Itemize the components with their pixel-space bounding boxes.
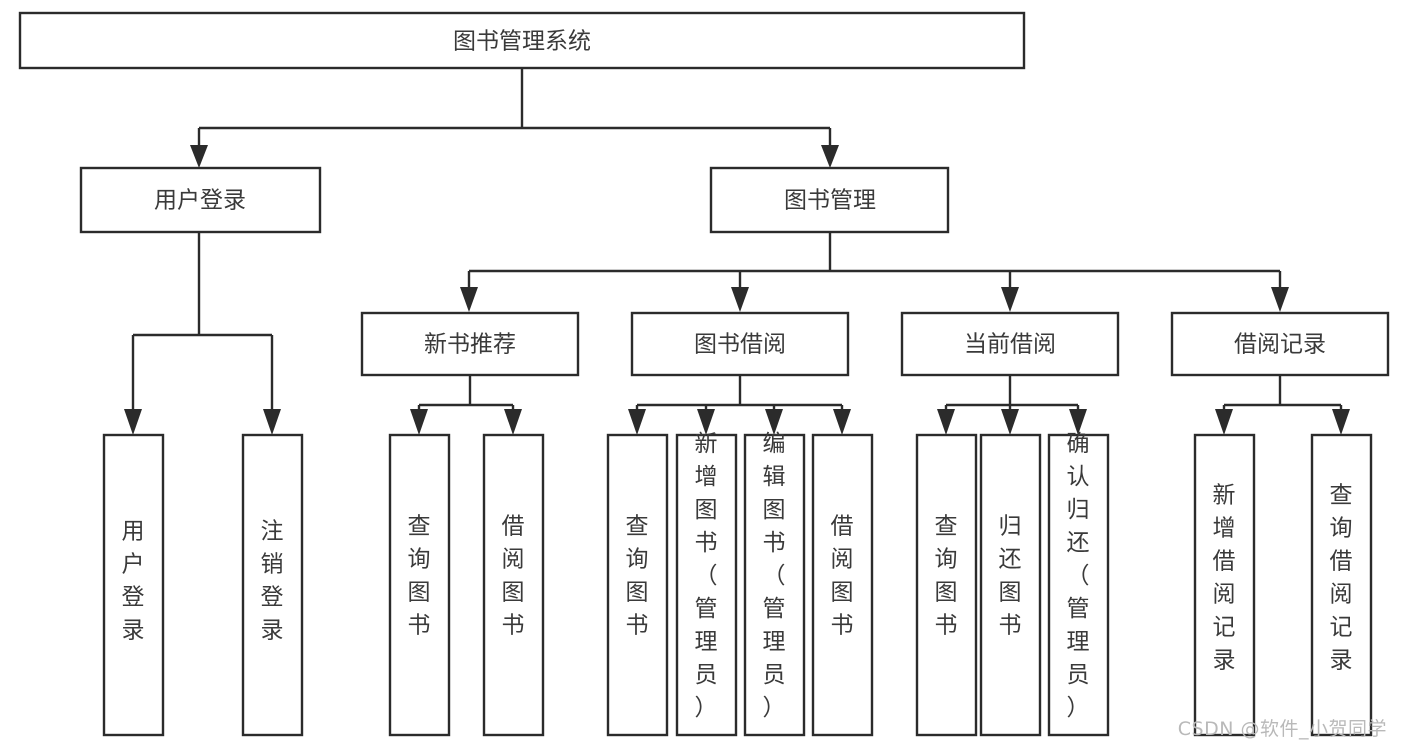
arrowhead-leaf-logout-login [263, 409, 281, 435]
arrowhead-leaf-edit-book [765, 409, 783, 435]
node-leaf-return-book-box[interactable] [979, 433, 1042, 737]
node-borrow-record-box[interactable] [1170, 311, 1390, 377]
arrowhead-book-borrow [731, 287, 749, 312]
node-book-borrow[interactable]: 图书借阅 [630, 311, 850, 377]
node-leaf-add-record[interactable]: 新增借阅记录 [1193, 433, 1256, 737]
arrowhead-leaf-query-book-1 [410, 409, 428, 435]
arrowhead-leaf-query-record [1332, 409, 1350, 435]
node-leaf-user-login[interactable]: 用户登录 [102, 433, 165, 737]
node-leaf-query-book-1-box[interactable] [388, 433, 451, 737]
node-leaf-edit-book-box[interactable] [743, 433, 806, 737]
leaf-layer: 用户登录 注销登录 查询图书 借阅图书 查询图书 新 [102, 431, 1373, 737]
node-borrow-record-label: 借阅记录 [1234, 332, 1326, 358]
node-leaf-query-record-label: 查询借阅记录 [1330, 483, 1353, 674]
node-leaf-borrow-book-2[interactable]: 借阅图书 [811, 433, 874, 737]
node-leaf-add-book-label: 新增图书（管理员） [695, 431, 718, 721]
node-new-book-recommend-box[interactable] [360, 311, 580, 377]
node-root-box[interactable] [18, 11, 1026, 70]
node-leaf-query-book-2-label: 查询图书 [626, 514, 649, 639]
arrowhead-leaf-user-login [124, 409, 142, 435]
node-root-system[interactable]: 图书管理系统 [18, 11, 1026, 70]
node-leaf-return-book-label: 归还图书 [999, 514, 1022, 639]
node-leaf-query-book-1-label: 查询图书 [408, 514, 431, 639]
node-book-borrow-box[interactable] [630, 311, 850, 377]
node-leaf-confirm-return-label: 确认归还（管理员） [1067, 431, 1090, 721]
arrowhead-leaf-borrow-book-1 [504, 409, 522, 435]
node-leaf-confirm-return-box[interactable] [1047, 433, 1110, 737]
arrowhead-new-book-recommend [460, 287, 478, 312]
node-leaf-query-book-3-label: 查询图书 [935, 514, 958, 639]
node-leaf-confirm-return[interactable]: 确认归还（管理员） [1047, 431, 1110, 737]
node-leaf-edit-book[interactable]: 编辑图书（管理员） [743, 431, 806, 737]
node-borrow-record[interactable]: 借阅记录 [1170, 311, 1390, 377]
node-leaf-add-book-box[interactable] [675, 433, 738, 737]
node-leaf-query-book-3[interactable]: 查询图书 [915, 433, 978, 737]
node-leaf-query-book-2[interactable]: 查询图书 [606, 433, 669, 737]
node-leaf-add-record-label: 新增借阅记录 [1213, 483, 1236, 674]
node-leaf-user-login-label: 用户登录 [122, 519, 145, 644]
node-leaf-query-record[interactable]: 查询借阅记录 [1310, 433, 1373, 737]
arrowhead-leaf-add-record [1215, 409, 1233, 435]
node-leaf-borrow-book-2-label: 借阅图书 [831, 514, 854, 639]
node-new-book-recommend[interactable]: 新书推荐 [360, 311, 580, 377]
node-current-borrow-label: 当前借阅 [964, 332, 1056, 358]
arrowhead-user-login [190, 145, 208, 168]
arrowhead-leaf-add-book [697, 409, 715, 435]
node-leaf-return-book[interactable]: 归还图书 [979, 433, 1042, 737]
node-current-borrow[interactable]: 当前借阅 [900, 311, 1120, 377]
node-current-borrow-box[interactable] [900, 311, 1120, 377]
node-leaf-borrow-book-1[interactable]: 借阅图书 [482, 433, 545, 737]
arrowhead-leaf-return-book [1001, 409, 1019, 435]
arrowhead-leaf-query-book-3 [937, 409, 955, 435]
node-leaf-query-book-3-box[interactable] [915, 433, 978, 737]
node-root-label: 图书管理系统 [453, 29, 591, 55]
node-leaf-add-record-box[interactable] [1193, 433, 1256, 737]
node-book-management[interactable]: 图书管理 [709, 166, 950, 234]
arrowhead-borrow-record [1271, 287, 1289, 312]
node-leaf-logout-login-box[interactable] [241, 433, 304, 737]
node-leaf-logout-login[interactable]: 注销登录 [241, 433, 304, 737]
arrowhead-book-management [821, 145, 839, 168]
node-leaf-borrow-book-1-box[interactable] [482, 433, 545, 737]
node-leaf-add-book[interactable]: 新增图书（管理员） [675, 431, 738, 737]
node-leaf-borrow-book-2-box[interactable] [811, 433, 874, 737]
node-book-management-label: 图书管理 [784, 188, 876, 214]
arrowhead-leaf-query-book-2 [628, 409, 646, 435]
arrowhead-current-borrow [1001, 287, 1019, 312]
node-leaf-logout-login-label: 注销登录 [261, 519, 284, 644]
connector-layer [124, 68, 1350, 435]
node-leaf-edit-book-label: 编辑图书（管理员） [763, 431, 786, 721]
node-leaf-user-login-box[interactable] [102, 433, 165, 737]
node-leaf-borrow-book-1-label: 借阅图书 [502, 514, 525, 639]
node-user-login-label: 用户登录 [154, 188, 246, 214]
node-new-book-recommend-label: 新书推荐 [424, 332, 516, 358]
node-user-login[interactable]: 用户登录 [79, 166, 322, 234]
arrowhead-leaf-confirm-return [1069, 409, 1087, 435]
arrowhead-leaf-borrow-book-2 [833, 409, 851, 435]
node-leaf-query-book-1[interactable]: 查询图书 [388, 433, 451, 737]
node-book-management-box[interactable] [709, 166, 950, 234]
node-user-login-box[interactable] [79, 166, 322, 234]
node-leaf-query-book-2-box[interactable] [606, 433, 669, 737]
node-leaf-query-record-box[interactable] [1310, 433, 1373, 737]
node-book-borrow-label: 图书借阅 [694, 332, 786, 358]
